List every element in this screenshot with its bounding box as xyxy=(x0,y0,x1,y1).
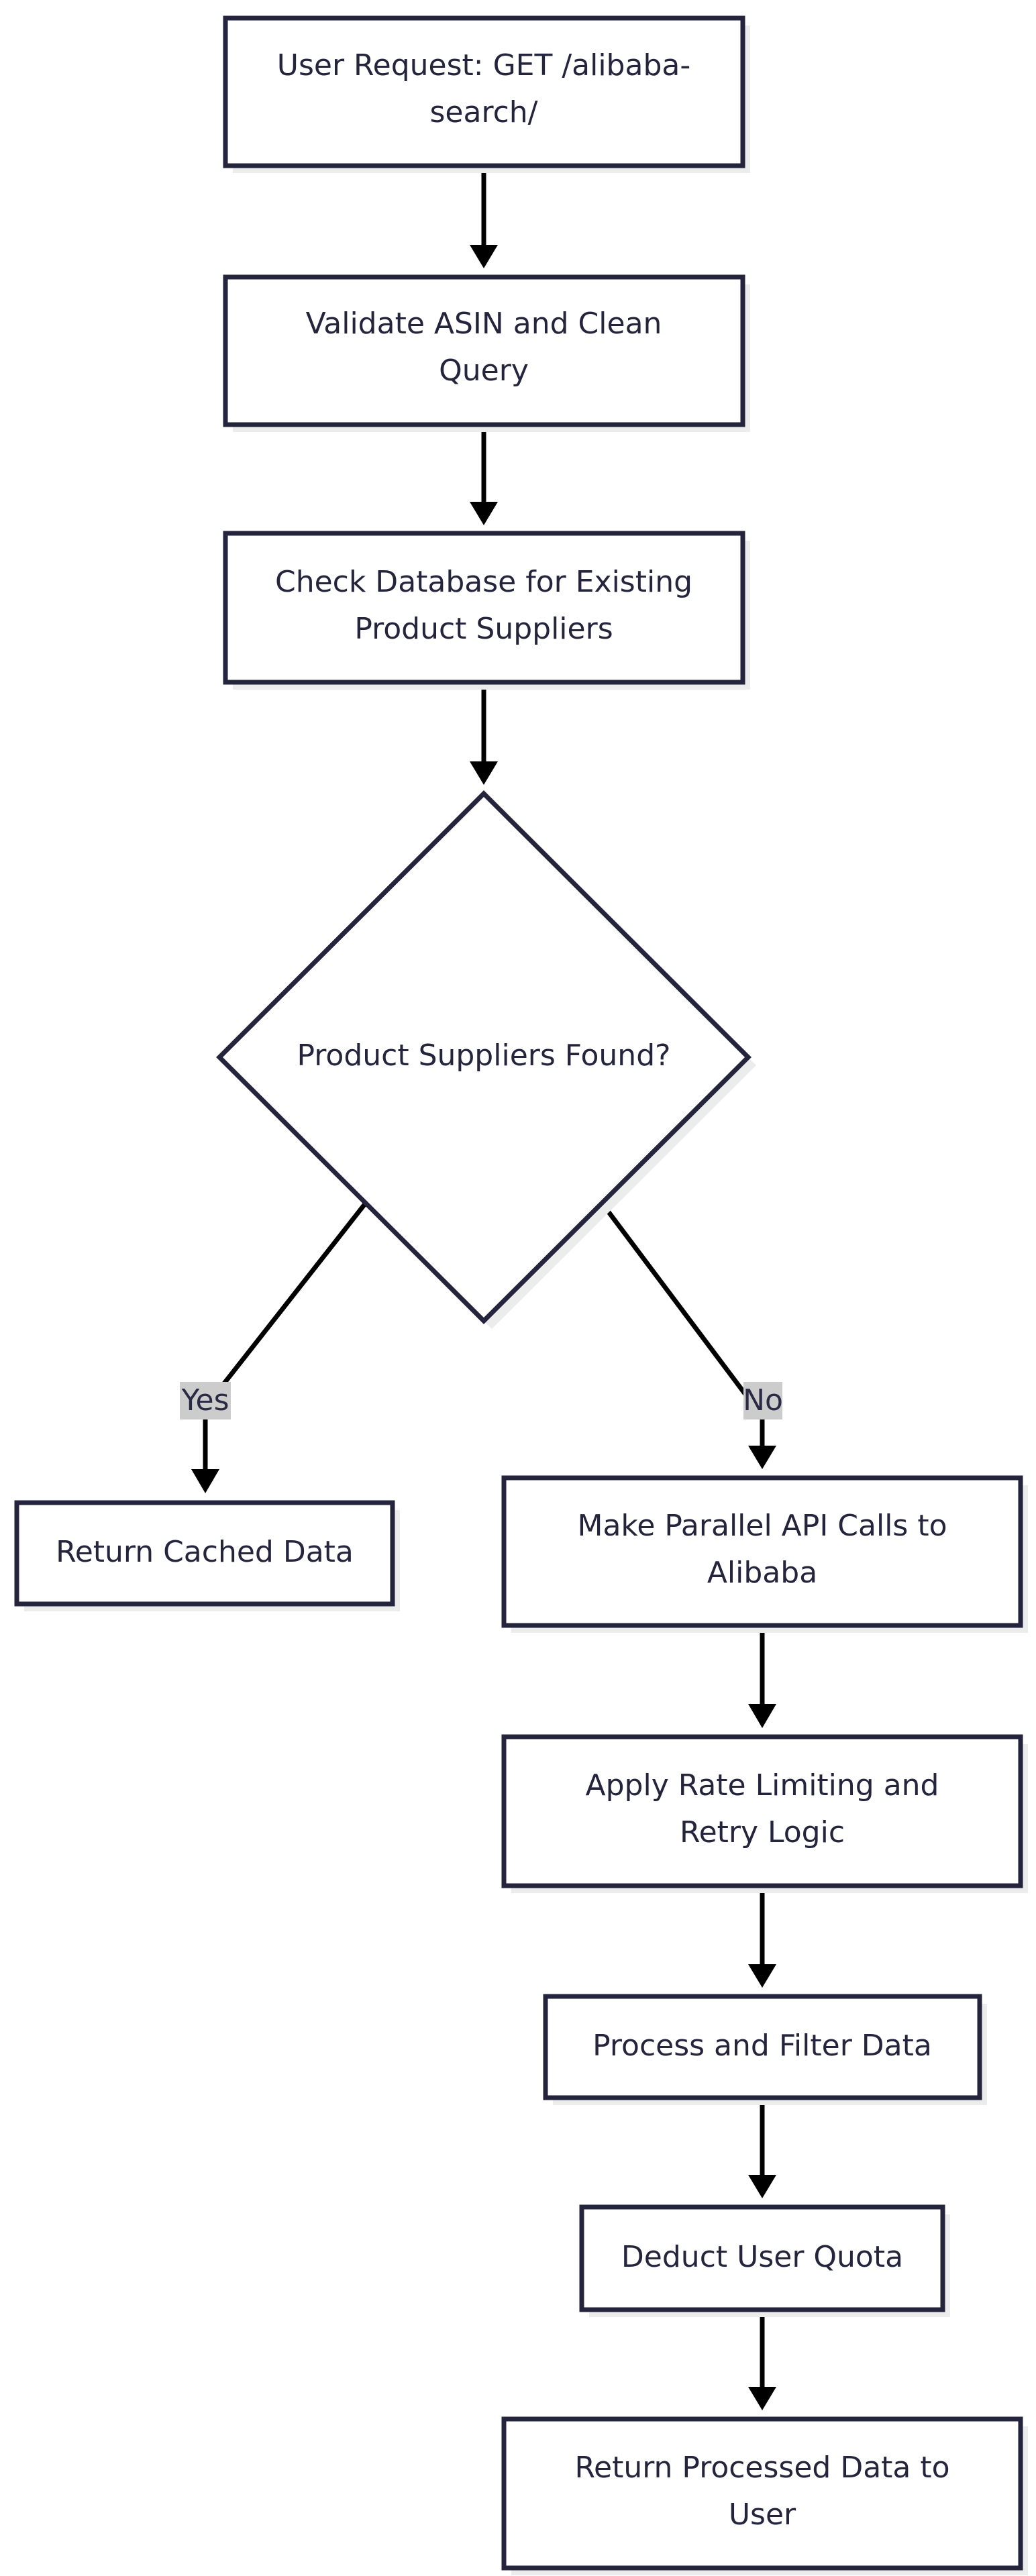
node-return-processed: Return Processed Data to User xyxy=(501,2416,1028,2575)
node-validate: Validate ASIN and Clean Query xyxy=(223,274,750,432)
node-check-db-line-2: Product Suppliers xyxy=(354,612,613,646)
node-parallel-api-line-1: Make Parallel API Calls to xyxy=(577,1509,947,1543)
node-check-db: Check Database for Existing Product Supp… xyxy=(223,531,750,690)
node-return-processed-line-1: Return Processed Data to xyxy=(574,2451,949,2485)
node-validate-line-2: Query xyxy=(439,354,529,388)
node-decision-text: Product Suppliers Found? xyxy=(297,1038,671,1073)
node-parallel-api-line-2: Alibaba xyxy=(707,1556,817,1590)
edge-label-no-text: No xyxy=(743,1383,783,1417)
arrowhead-icon xyxy=(748,2175,776,2198)
edge-label-yes-text: Yes xyxy=(180,1383,229,1417)
arrowhead-icon xyxy=(470,245,498,268)
node-rate-limit: Apply Rate Limiting and Retry Logic xyxy=(501,1734,1028,1893)
arrowhead-icon xyxy=(748,2387,776,2410)
arrowhead-icon xyxy=(470,502,498,525)
node-return-processed-line-2: User xyxy=(729,2498,796,2532)
node-deduct-text: Deduct User Quota xyxy=(621,2240,903,2274)
node-check-db-line-1: Check Database for Existing xyxy=(275,565,692,599)
node-decision: Product Suppliers Found? xyxy=(216,790,756,1329)
node-deduct: Deduct User Quota xyxy=(579,2204,950,2317)
node-validate-line-1: Validate ASIN and Clean xyxy=(306,307,662,341)
node-user-request: User Request: GET /alibaba- search/ xyxy=(223,15,750,173)
edge-decision-no xyxy=(599,1200,765,1446)
edge-decision-yes xyxy=(203,1200,368,1469)
node-parallel-api: Make Parallel API Calls to Alibaba xyxy=(501,1475,1028,1633)
node-process-text: Process and Filter Data xyxy=(592,2029,932,2063)
arrowhead-icon xyxy=(191,1469,219,1493)
node-rate-limit-line-2: Retry Logic xyxy=(680,1815,845,1849)
node-process: Process and Filter Data xyxy=(543,1994,987,2105)
node-user-request-line-1: User Request: GET /alibaba- xyxy=(277,48,690,83)
node-user-request-line-2: search/ xyxy=(430,95,538,129)
edge-label-no: No xyxy=(743,1382,783,1419)
node-return-cached-text: Return Cached Data xyxy=(56,1535,354,1569)
edge-label-yes: Yes xyxy=(180,1382,231,1419)
arrowhead-icon xyxy=(748,1446,776,1469)
arrowhead-icon xyxy=(470,761,498,785)
arrowhead-icon xyxy=(748,1704,776,1728)
node-rate-limit-line-1: Apply Rate Limiting and xyxy=(586,1768,939,1803)
arrowhead-icon xyxy=(748,1964,776,1988)
node-return-cached: Return Cached Data xyxy=(14,1500,400,1611)
